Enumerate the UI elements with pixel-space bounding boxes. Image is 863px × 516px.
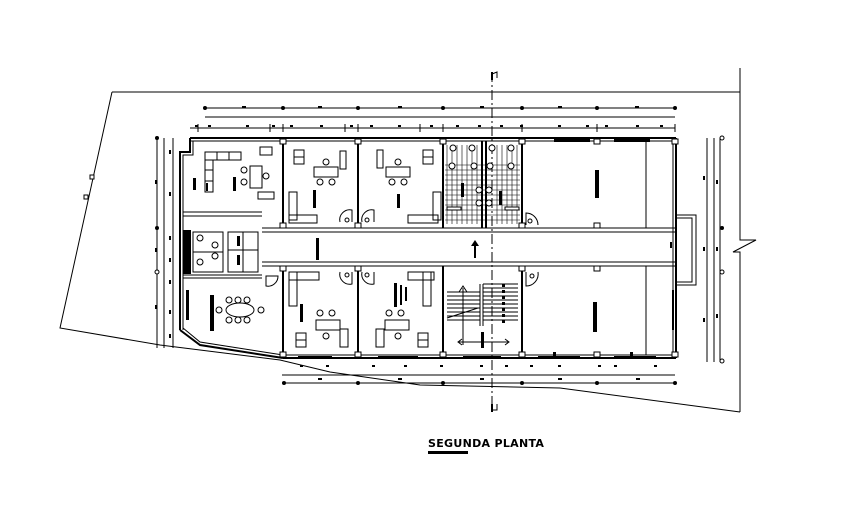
partition-walls [279, 138, 679, 358]
corridor [262, 227, 676, 267]
boundary-marker [83, 194, 89, 200]
room-office-top-3 [361, 149, 442, 224]
dimension-lines-top [190, 106, 677, 132]
room-office-bottom-3 [361, 271, 435, 359]
room-stairs [446, 283, 518, 359]
drawing-title: SEGUNDA PLANTA [428, 437, 545, 450]
section-cut-line [491, 71, 498, 412]
dimension-lines-right [703, 135, 725, 364]
room-hall-top-right [525, 139, 650, 226]
room-office-bottom-2 [288, 271, 353, 359]
room-meeting [186, 275, 279, 331]
room-office-top-2 [288, 149, 353, 224]
title-underline [428, 451, 468, 454]
room-hall-bottom-right [525, 271, 674, 359]
site-boundary [59, 68, 757, 413]
room-service-block [183, 230, 262, 279]
dimension-lines-left [154, 136, 174, 348]
room-restrooms [445, 141, 520, 228]
dimension-lines-bottom [282, 365, 677, 385]
boundary-marker [89, 174, 95, 180]
room-office-top-left [183, 146, 275, 217]
building-outline [179, 137, 697, 359]
